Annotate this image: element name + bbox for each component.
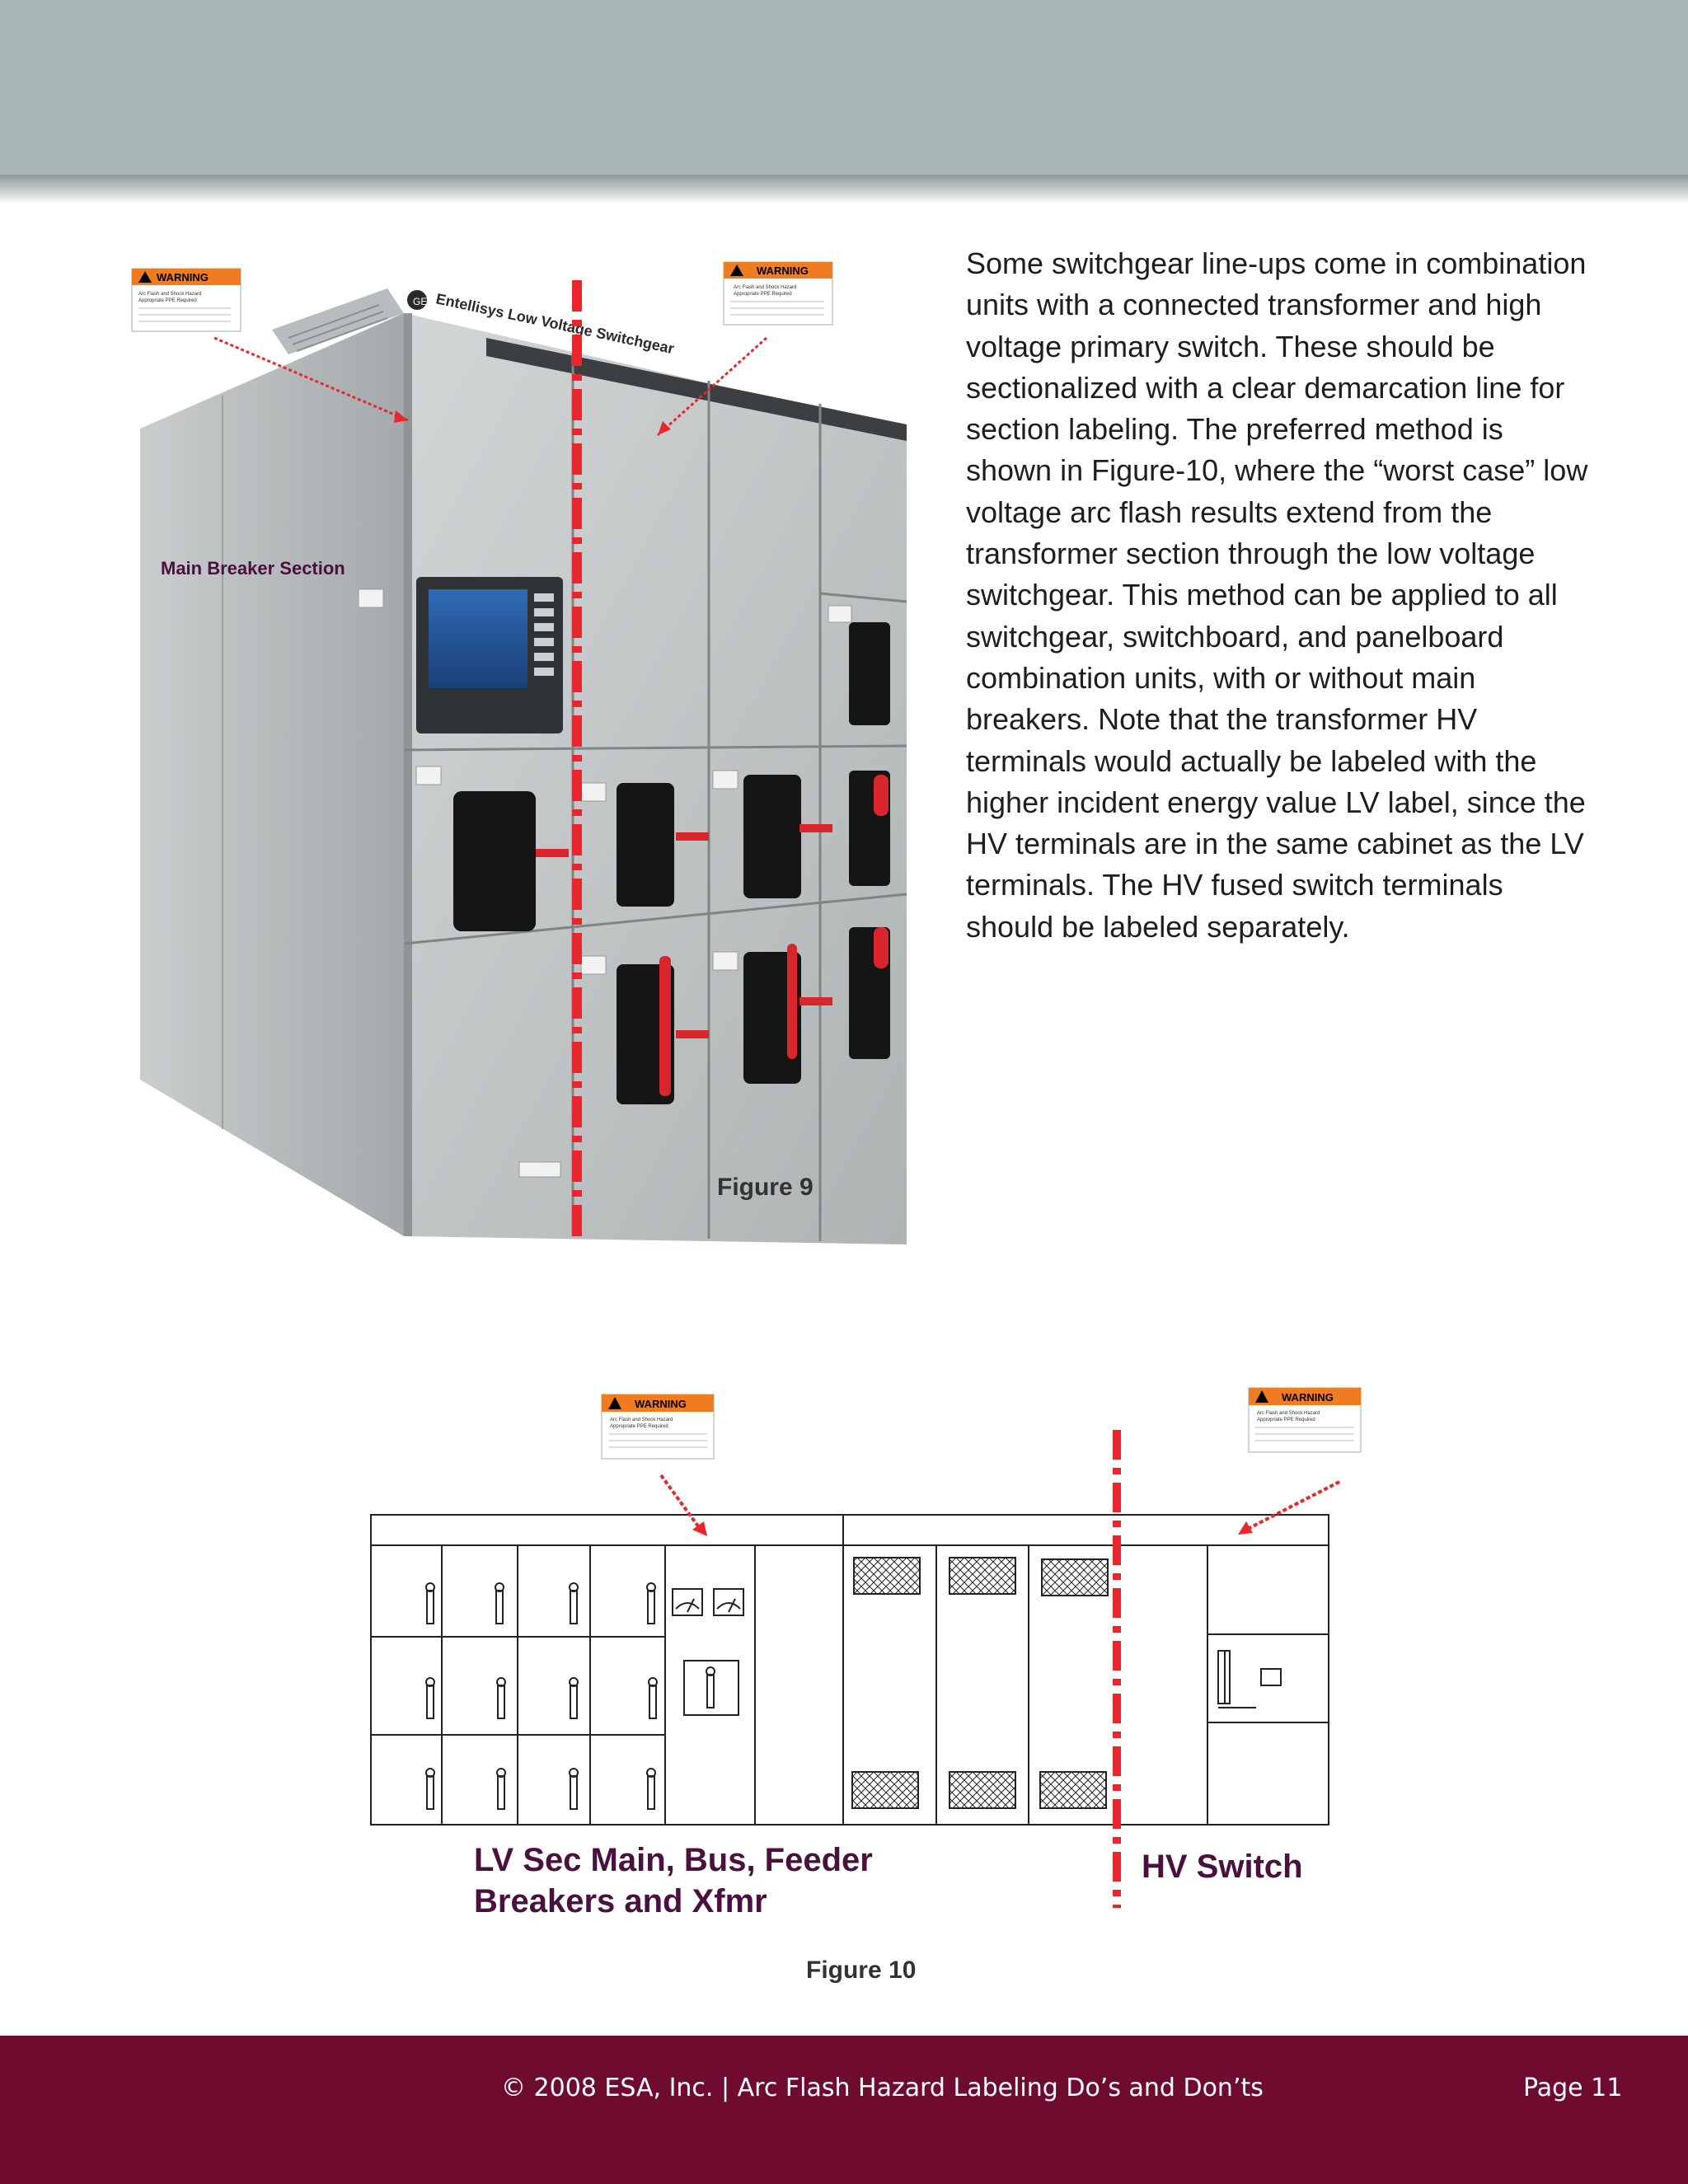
warning-label-left-header: WARNING: [157, 271, 209, 284]
lv-section-label-line1: LV Sec Main, Bus, Feeder: [474, 1842, 873, 1878]
control-display-screen: [429, 589, 528, 688]
fig10-warning-left-line2: Appropriate PPE Required: [610, 1424, 668, 1429]
header-shadow: [0, 175, 1688, 204]
warning-label-left-line1: Arc Flash and Shock Hazard: [138, 292, 201, 297]
warning-label-right-line1: Arc Flash and Shock Hazard: [734, 285, 796, 290]
fig10-warning-right-header: WARNING: [1282, 1391, 1334, 1404]
breaker-handles: [453, 622, 890, 1104]
breaker-symbols: [425, 1582, 744, 1810]
warning-label-right-line2: Appropriate PPE Required: [734, 292, 792, 297]
figure-10-diagram: LV Sec Main, Bus, Feeder Breakers and Xf…: [370, 1387, 1362, 1919]
hv-switch-symbol: [1217, 1650, 1282, 1708]
cabinet-front: [404, 313, 907, 1244]
fig10-warning-label-right: WARNING Arc Flash and Shock Hazard Appro…: [1248, 1387, 1362, 1453]
fig10-warning-label-left: WARNING Arc Flash and Shock Hazard Appro…: [601, 1394, 715, 1460]
main-breaker-section-label: Main Breaker Section: [161, 558, 345, 579]
footer-band: [0, 2036, 1688, 2184]
fig10-warning-left-header: WARNING: [635, 1398, 687, 1410]
figure-10-caption: Figure 10: [806, 1957, 917, 1984]
warning-label-left: WARNING Arc Flash and Shock Hazard Appro…: [131, 268, 241, 332]
footer-copyright: © 2008 ESA, Inc. | Arc Flash Hazard Labe…: [501, 2074, 1264, 2102]
figure-9-image: GE Entellisys Low Voltage Switchgear Mai…: [131, 261, 907, 1244]
warning-label-right-header: WARNING: [757, 265, 809, 277]
body-paragraph: Some switchgear line-ups come in combina…: [966, 246, 1588, 944]
hv-switch-label: HV Switch: [1142, 1849, 1303, 1885]
fig10-warning-left-line1: Arc Flash and Shock Hazard: [610, 1418, 673, 1422]
header-band: [0, 0, 1688, 175]
cabinet-side-panel: [140, 313, 404, 1236]
warning-label-left-line2: Appropriate PPE Required: [138, 298, 197, 303]
ge-logo-icon: [407, 290, 427, 310]
lv-section-label-line2: Breakers and Xfmr: [474, 1883, 767, 1919]
warning-label-right: WARNING Arc Flash and Shock Hazard Appro…: [723, 261, 833, 326]
brand-mark: GE: [413, 296, 427, 307]
page-number: Page 11: [1523, 2074, 1623, 2102]
transformer-vents: [851, 1557, 1109, 1809]
fig10-warning-right-line1: Arc Flash and Shock Hazard: [1257, 1411, 1320, 1416]
fig10-warning-right-line2: Appropriate PPE Required: [1257, 1418, 1315, 1422]
figure-9-caption: Figure 9: [717, 1174, 814, 1201]
